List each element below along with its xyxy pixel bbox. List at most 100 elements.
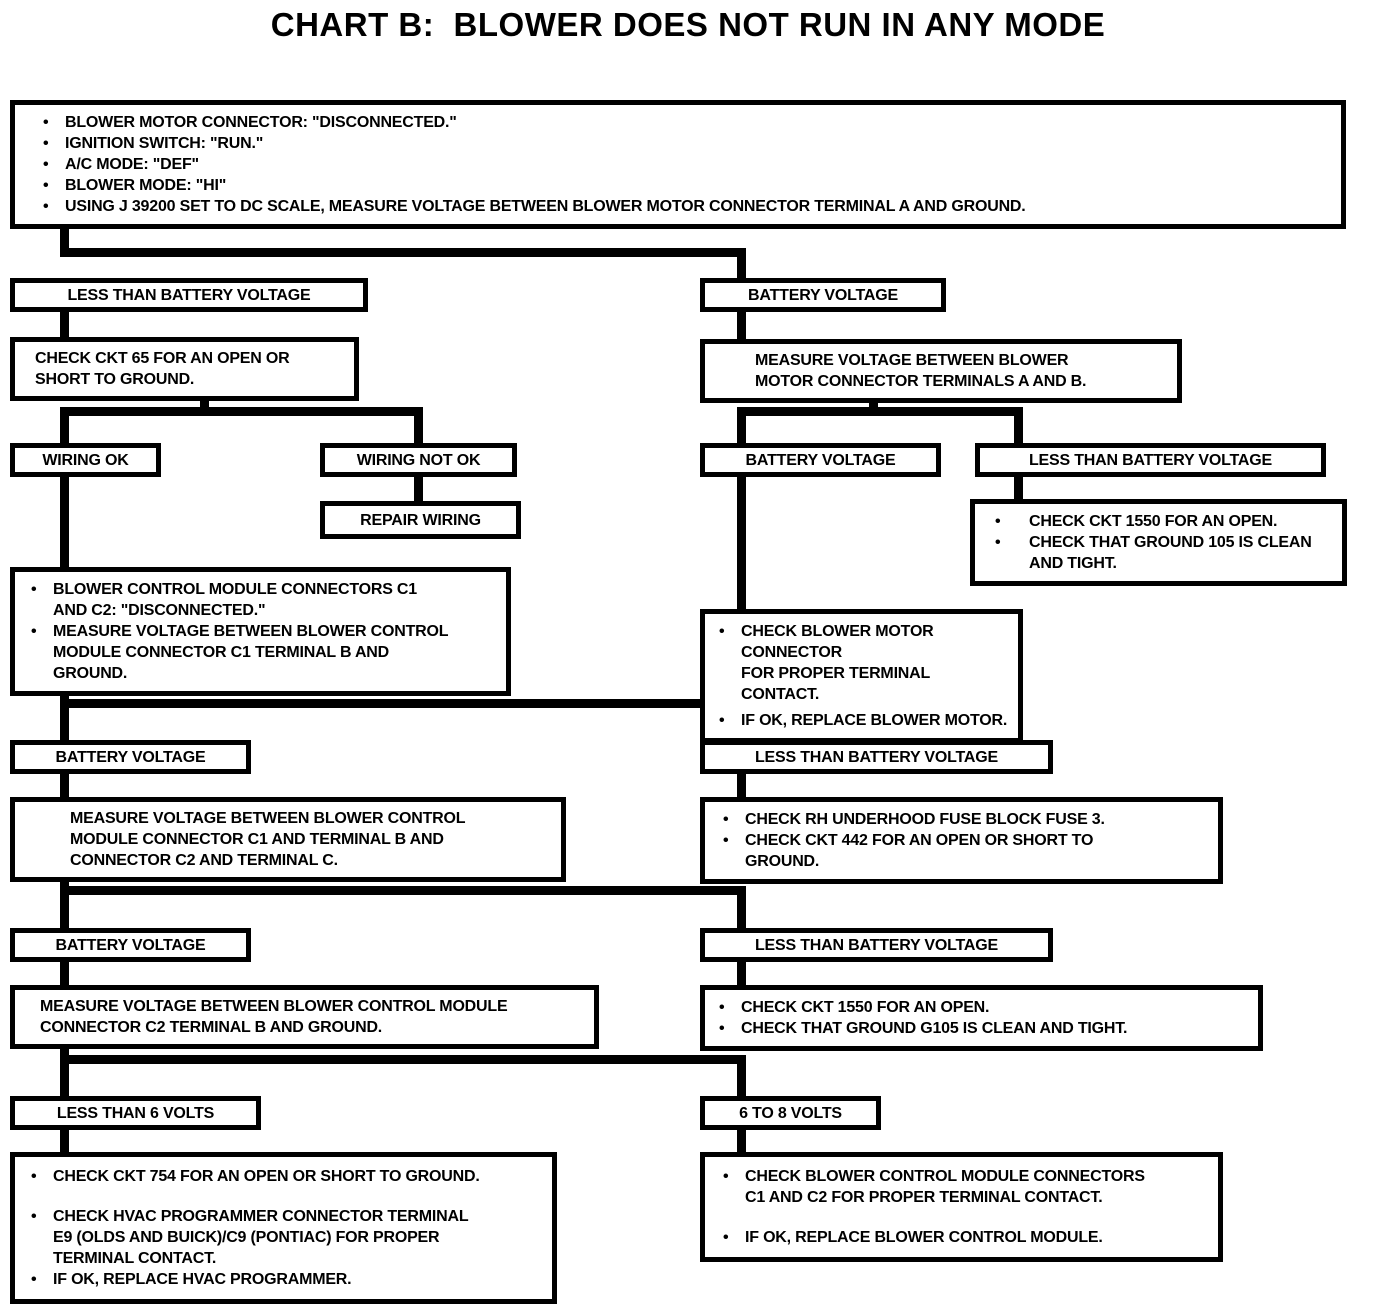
condition-item: • A/C MODE: "DEF" (43, 154, 1331, 175)
action-text: CHECK RH UNDERHOOD FUSE BLOCK FUSE 3. (745, 811, 1105, 828)
bullet-icon: • (723, 811, 729, 828)
connector-line (869, 395, 878, 416)
bullet-icon: • (31, 1271, 37, 1288)
connector-line (60, 692, 69, 744)
bullet-icon: • (43, 114, 49, 131)
initial-conditions-box: • BLOWER MOTOR CONNECTOR: "DISCONNECTED.… (10, 100, 1346, 229)
connector-line (737, 1055, 746, 1100)
action-check-ckt-1550-ground-105: • CHECK CKT 1550 FOR AN OPEN. • CHECK TH… (970, 499, 1347, 586)
action-item: • CHECK CKT 1550 FOR AN OPEN. (719, 997, 1248, 1018)
action-item: • MEASURE VOLTAGE BETWEEN BLOWER CONTROL… (31, 621, 496, 684)
connector-line (60, 310, 69, 341)
connector-line (737, 772, 746, 801)
connector-line (737, 248, 746, 282)
action-item: • CHECK CKT 1550 FOR AN OPEN. (995, 511, 1332, 532)
condition-text: BLOWER MOTOR CONNECTOR: "DISCONNECTED." (65, 114, 457, 131)
result-label-wiring-not-ok: WIRING NOT OK (320, 443, 517, 477)
action-item: • CHECK THAT GROUND 105 IS CLEAN AND TIG… (995, 532, 1332, 574)
action-text: MEASURE VOLTAGE BETWEEN BLOWER CONTROL M… (53, 623, 449, 682)
action-item: • BLOWER CONTROL MODULE CONNECTORS C1 AN… (31, 579, 496, 621)
action-item: • CHECK CKT 754 FOR AN OPEN OR SHORT TO … (31, 1166, 542, 1187)
connector-line (60, 1128, 69, 1156)
condition-text: A/C MODE: "DEF" (65, 156, 199, 173)
action-item: • CHECK BLOWER CONTROL MODULE CONNECTORS… (723, 1166, 1208, 1208)
result-label-battery-voltage-1: BATTERY VOLTAGE (700, 278, 946, 312)
action-text: CHECK BLOWER CONTROL MODULE CONNECTORS C… (745, 1168, 1145, 1206)
connector-line (60, 772, 69, 801)
action-check-ckt-754-hvac-programmer: • CHECK CKT 754 FOR AN OPEN OR SHORT TO … (10, 1152, 557, 1304)
action-text: CHECK CKT 1550 FOR AN OPEN. (1029, 513, 1278, 530)
action-item: • CHECK BLOWER MOTOR CONNECTOR FOR PROPE… (719, 621, 1008, 705)
action-check-ckt-65: CHECK CKT 65 FOR AN OPEN OR SHORT TO GRO… (10, 337, 359, 401)
result-label-less-than-battery-voltage-4: LESS THAN BATTERY VOLTAGE (700, 928, 1053, 962)
bullet-icon: • (43, 156, 49, 173)
condition-item: • BLOWER MODE: "HI" (43, 175, 1331, 196)
bullet-icon: • (31, 1168, 37, 1185)
action-text: CHECK CKT 754 FOR AN OPEN OR SHORT TO GR… (53, 1168, 480, 1185)
connector-line (60, 407, 423, 416)
bullet-icon: • (723, 832, 729, 849)
action-check-fuse-3-ckt-442: • CHECK RH UNDERHOOD FUSE BLOCK FUSE 3. … (700, 797, 1223, 884)
bullet-icon: • (43, 135, 49, 152)
action-measure-voltage-terminals-a-b: MEASURE VOLTAGE BETWEEN BLOWER MOTOR CON… (700, 339, 1182, 403)
result-label-wiring-ok: WIRING OK (10, 443, 161, 477)
action-item: • IF OK, REPLACE BLOWER CONTROL MODULE. (723, 1227, 1208, 1248)
connector-line (60, 699, 746, 708)
bullet-icon: • (43, 198, 49, 215)
connector-line (414, 475, 423, 505)
action-check-blower-motor-connector: • CHECK BLOWER MOTOR CONNECTOR FOR PROPE… (700, 609, 1023, 743)
connector-line (60, 1055, 746, 1064)
result-label-battery-voltage-2: BATTERY VOLTAGE (700, 443, 941, 477)
connector-line (60, 225, 69, 257)
action-text: IF OK, REPLACE BLOWER CONTROL MODULE. (745, 1229, 1103, 1246)
connector-line (60, 475, 69, 571)
connector-line (737, 407, 1023, 416)
condition-text: USING J 39200 SET TO DC SCALE, MEASURE V… (65, 198, 1026, 215)
connector-line (737, 407, 746, 447)
action-text: BLOWER CONTROL MODULE CONNECTORS C1 AND … (53, 581, 417, 619)
action-repair-wiring: REPAIR WIRING (320, 501, 521, 539)
bullet-icon: • (995, 534, 1001, 551)
result-label-less-than-6-volts: LESS THAN 6 VOLTS (10, 1096, 261, 1130)
action-text: CHECK CKT 1550 FOR AN OPEN. (741, 999, 990, 1016)
result-label-6-to-8-volts: 6 TO 8 VOLTS (700, 1096, 881, 1130)
condition-item: • BLOWER MOTOR CONNECTOR: "DISCONNECTED.… (43, 112, 1331, 133)
bullet-icon: • (719, 623, 725, 640)
connector-line (60, 248, 746, 257)
result-label-less-than-battery-voltage-2: LESS THAN BATTERY VOLTAGE (975, 443, 1326, 477)
result-label-battery-voltage-3: BATTERY VOLTAGE (10, 740, 251, 774)
bullet-icon: • (719, 712, 725, 729)
connector-line (60, 886, 746, 895)
action-item: • IF OK, REPLACE BLOWER MOTOR. (719, 710, 1008, 731)
result-label-battery-voltage-4: BATTERY VOLTAGE (10, 928, 251, 962)
connector-line (737, 886, 746, 932)
connector-line (60, 876, 69, 932)
bullet-icon: • (31, 1208, 37, 1225)
action-check-ckt-1550-g105: • CHECK CKT 1550 FOR AN OPEN. • CHECK TH… (700, 985, 1263, 1051)
action-measure-c2-b-ground: MEASURE VOLTAGE BETWEEN BLOWER CONTROL M… (10, 985, 599, 1049)
result-label-less-than-battery-voltage-3: LESS THAN BATTERY VOLTAGE (700, 740, 1053, 774)
action-item: • CHECK HVAC PROGRAMMER CONNECTOR TERMIN… (31, 1206, 542, 1269)
connector-line (60, 1043, 69, 1100)
connector-line (737, 1128, 746, 1156)
condition-text: BLOWER MODE: "HI" (65, 177, 227, 194)
action-text: IF OK, REPLACE BLOWER MOTOR. (741, 712, 1008, 729)
bullet-icon: • (43, 177, 49, 194)
connector-line (60, 960, 69, 989)
bullet-icon: • (723, 1168, 729, 1185)
bullet-icon: • (995, 513, 1001, 530)
action-item: • CHECK THAT GROUND G105 IS CLEAN AND TI… (719, 1018, 1248, 1039)
connector-line (1014, 407, 1023, 447)
bullet-icon: • (719, 1020, 725, 1037)
action-measure-c1-b-c2-c: MEASURE VOLTAGE BETWEEN BLOWER CONTROL M… (10, 797, 566, 882)
connector-line (737, 475, 746, 613)
bullet-icon: • (719, 999, 725, 1016)
connector-line (737, 310, 746, 343)
connector-line (1014, 475, 1023, 503)
connector-line (414, 407, 423, 447)
condition-text: IGNITION SWITCH: "RUN." (65, 135, 264, 152)
condition-item: • USING J 39200 SET TO DC SCALE, MEASURE… (43, 196, 1331, 217)
action-text: IF OK, REPLACE HVAC PROGRAMMER. (53, 1271, 352, 1288)
action-item: • CHECK CKT 442 FOR AN OPEN OR SHORT TO … (723, 830, 1208, 872)
